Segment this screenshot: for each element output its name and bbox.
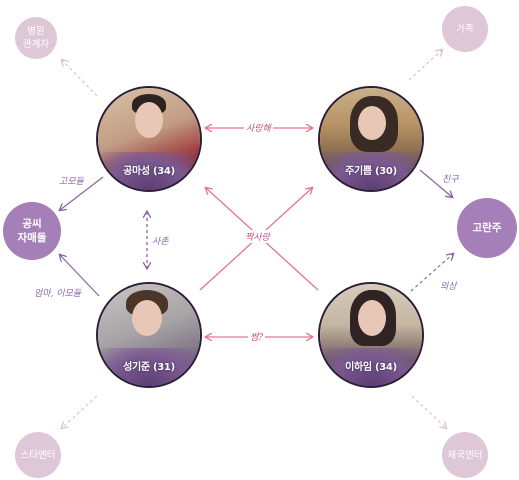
- relation-label-mom-aunts: 엄마, 이모들: [34, 289, 82, 299]
- head-shape: [135, 102, 163, 138]
- node-family-label: 가족: [456, 23, 474, 35]
- nameplate: [98, 152, 200, 190]
- line-gijun-siblings: [60, 255, 100, 297]
- portrait-seong-gijun: 성기준 (31): [96, 282, 202, 388]
- portrait-gong-masung: 공마성 (34): [96, 86, 202, 192]
- line-gijun-star: [62, 395, 98, 428]
- node-star-enter: 스타엔터: [15, 432, 61, 478]
- line-masung-siblings: [60, 176, 104, 210]
- head-shape: [358, 106, 386, 140]
- relation-label-cousin: 사촌: [152, 237, 169, 247]
- node-hospital-staff: 병원 관계자: [15, 17, 57, 59]
- line-haim-jeguk: [411, 395, 446, 428]
- relation-label-crush: 짝사랑: [243, 230, 272, 243]
- relation-label-costume: 의상: [440, 282, 457, 292]
- node-go-ranju: 고란주: [457, 198, 517, 258]
- node-hospital-staff-label: 병원 관계자: [22, 26, 50, 50]
- node-jeguk-enter: 제국엔터: [442, 432, 488, 478]
- line-masung-hospital: [62, 60, 98, 97]
- head-shape: [358, 300, 386, 336]
- portrait-name: 성기준 (31): [123, 362, 175, 373]
- portrait-name: 공마성 (34): [123, 166, 175, 177]
- portrait-name: 이하임 (34): [345, 362, 397, 373]
- portrait-name: 주기쁨 (30): [345, 166, 397, 177]
- node-family: 가족: [442, 6, 488, 52]
- nameplate: [320, 348, 422, 386]
- node-star-enter-label: 스타엔터: [20, 449, 56, 461]
- head-shape: [132, 300, 162, 336]
- portrait-lee-haim: 이하임 (34): [318, 282, 424, 388]
- relation-label-aunts: 고모들: [59, 177, 84, 187]
- node-jeguk-enter-label: 제국엔터: [447, 449, 483, 461]
- node-gong-siblings: 공씨 자매들: [3, 202, 61, 260]
- nameplate: [320, 152, 422, 190]
- nameplate: [98, 348, 200, 386]
- relation-label-friend: 친구: [442, 175, 459, 185]
- portrait-joo-gibbeum: 주기쁨 (30): [318, 86, 424, 192]
- relation-label-love: 사랑해: [244, 121, 273, 134]
- line-gibbeum-family: [408, 50, 442, 81]
- node-gong-siblings-label: 공씨 자매들: [17, 218, 47, 244]
- line-gibbeum-ranju: [419, 169, 452, 197]
- relation-label-some: 썸?: [248, 330, 266, 343]
- node-go-ranju-label: 고란주: [472, 222, 502, 234]
